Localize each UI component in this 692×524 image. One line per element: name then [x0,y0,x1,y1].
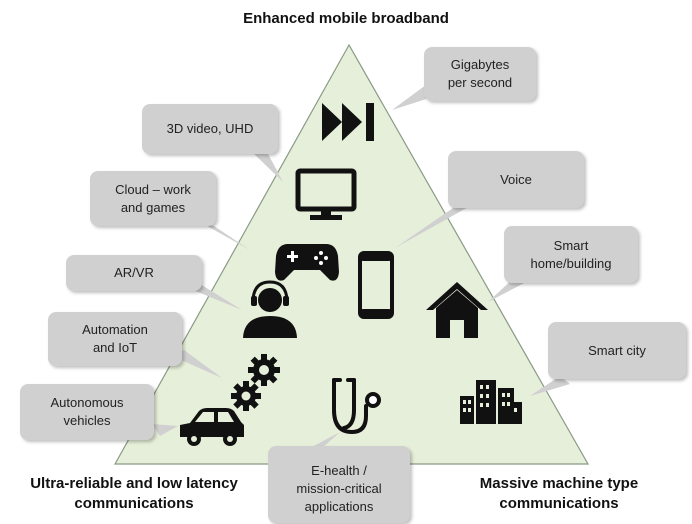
fast-forward-icon [322,103,374,141]
callout-ehealth: E-health / mission-critical applications [268,446,410,523]
gamepad-icon [275,244,339,281]
left-label: Ultra-reliable and low latency communica… [30,475,238,512]
top-label: Enhanced mobile broadband [243,10,449,27]
pointer-video [252,150,283,182]
pointer-automation [172,350,222,378]
city-buildings-icon [460,380,522,424]
car-icon [180,408,244,446]
smartphone-icon [358,251,394,319]
monitor-icon [295,168,357,220]
callout-arvr: AR/VR [66,255,202,291]
vr-headset-user-icon [243,280,297,338]
pointer-smart-city [530,376,570,396]
callout-pointers [152,82,570,448]
callout-video: 3D video, UHD [142,104,278,154]
callout-cloud: Cloud – work and games [90,171,216,226]
pointer-arvr [188,284,242,310]
callout-smart-city: Smart city [548,322,686,379]
pointer-autonomous [152,424,178,436]
gears-icon [231,354,280,411]
home-icon [426,282,488,338]
pointer-ehealth [310,432,340,448]
callout-smart-home: Smart home/building [504,226,638,283]
stethoscope-icon [332,378,381,435]
callout-gigabytes: Gigabytes per second [424,47,536,101]
callout-voice: Voice [448,151,584,208]
pointer-voice [395,206,470,248]
right-label: Massive machine type communications [479,475,639,512]
pointer-cloud [200,222,250,250]
callout-automation: Automation and IoT [48,312,182,366]
callout-autonomous: Autonomous vehicles [20,384,154,440]
